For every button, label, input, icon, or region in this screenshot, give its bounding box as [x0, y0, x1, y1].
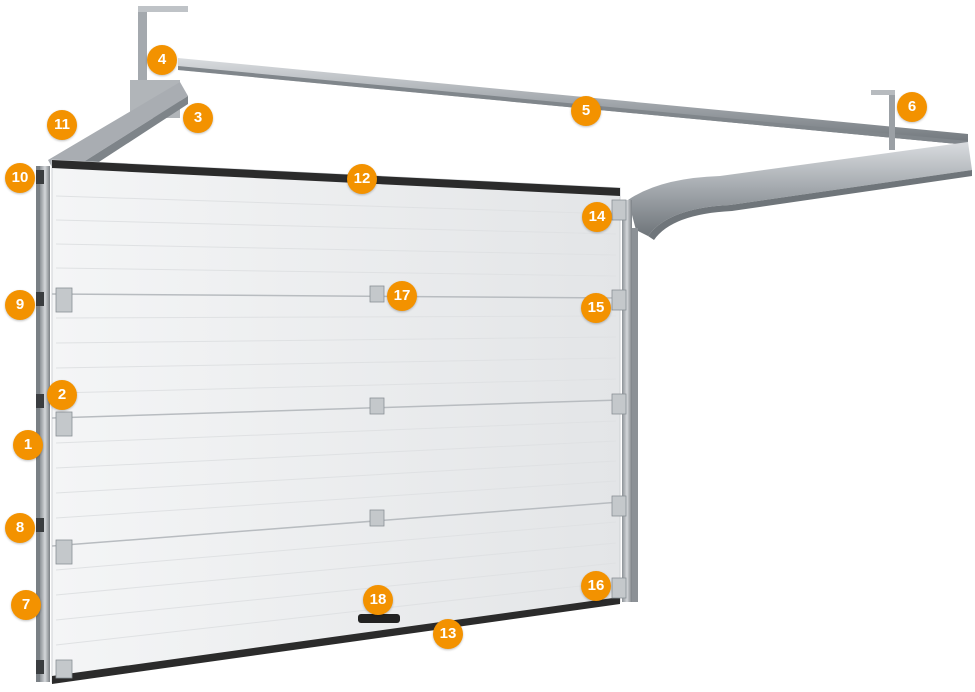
callout-2[interactable]: 2: [47, 380, 77, 410]
callout-16[interactable]: 16: [581, 571, 611, 601]
left-vertical-track: [36, 166, 50, 682]
door-panel: [51, 159, 627, 684]
callout-9[interactable]: 9: [5, 290, 35, 320]
callout-12[interactable]: 12: [347, 164, 377, 194]
callout-4[interactable]: 4: [147, 45, 177, 75]
callout-5[interactable]: 5: [571, 96, 601, 126]
right-vertical-track: [622, 200, 638, 602]
callout-15[interactable]: 15: [581, 293, 611, 323]
callout-18[interactable]: 18: [363, 585, 393, 615]
right-ceiling-bracket: [871, 90, 895, 150]
callout-11[interactable]: 11: [47, 110, 77, 140]
horizontal-track: [628, 142, 972, 240]
callout-10[interactable]: 10: [5, 163, 35, 193]
callout-17[interactable]: 17: [387, 281, 417, 311]
callout-14[interactable]: 14: [582, 202, 612, 232]
callout-7[interactable]: 7: [11, 590, 41, 620]
callout-8[interactable]: 8: [5, 513, 35, 543]
callout-1[interactable]: 1: [13, 430, 43, 460]
callout-6[interactable]: 6: [897, 92, 927, 122]
callout-3[interactable]: 3: [183, 103, 213, 133]
left-track-brackets: [36, 170, 44, 674]
callout-13[interactable]: 13: [433, 619, 463, 649]
